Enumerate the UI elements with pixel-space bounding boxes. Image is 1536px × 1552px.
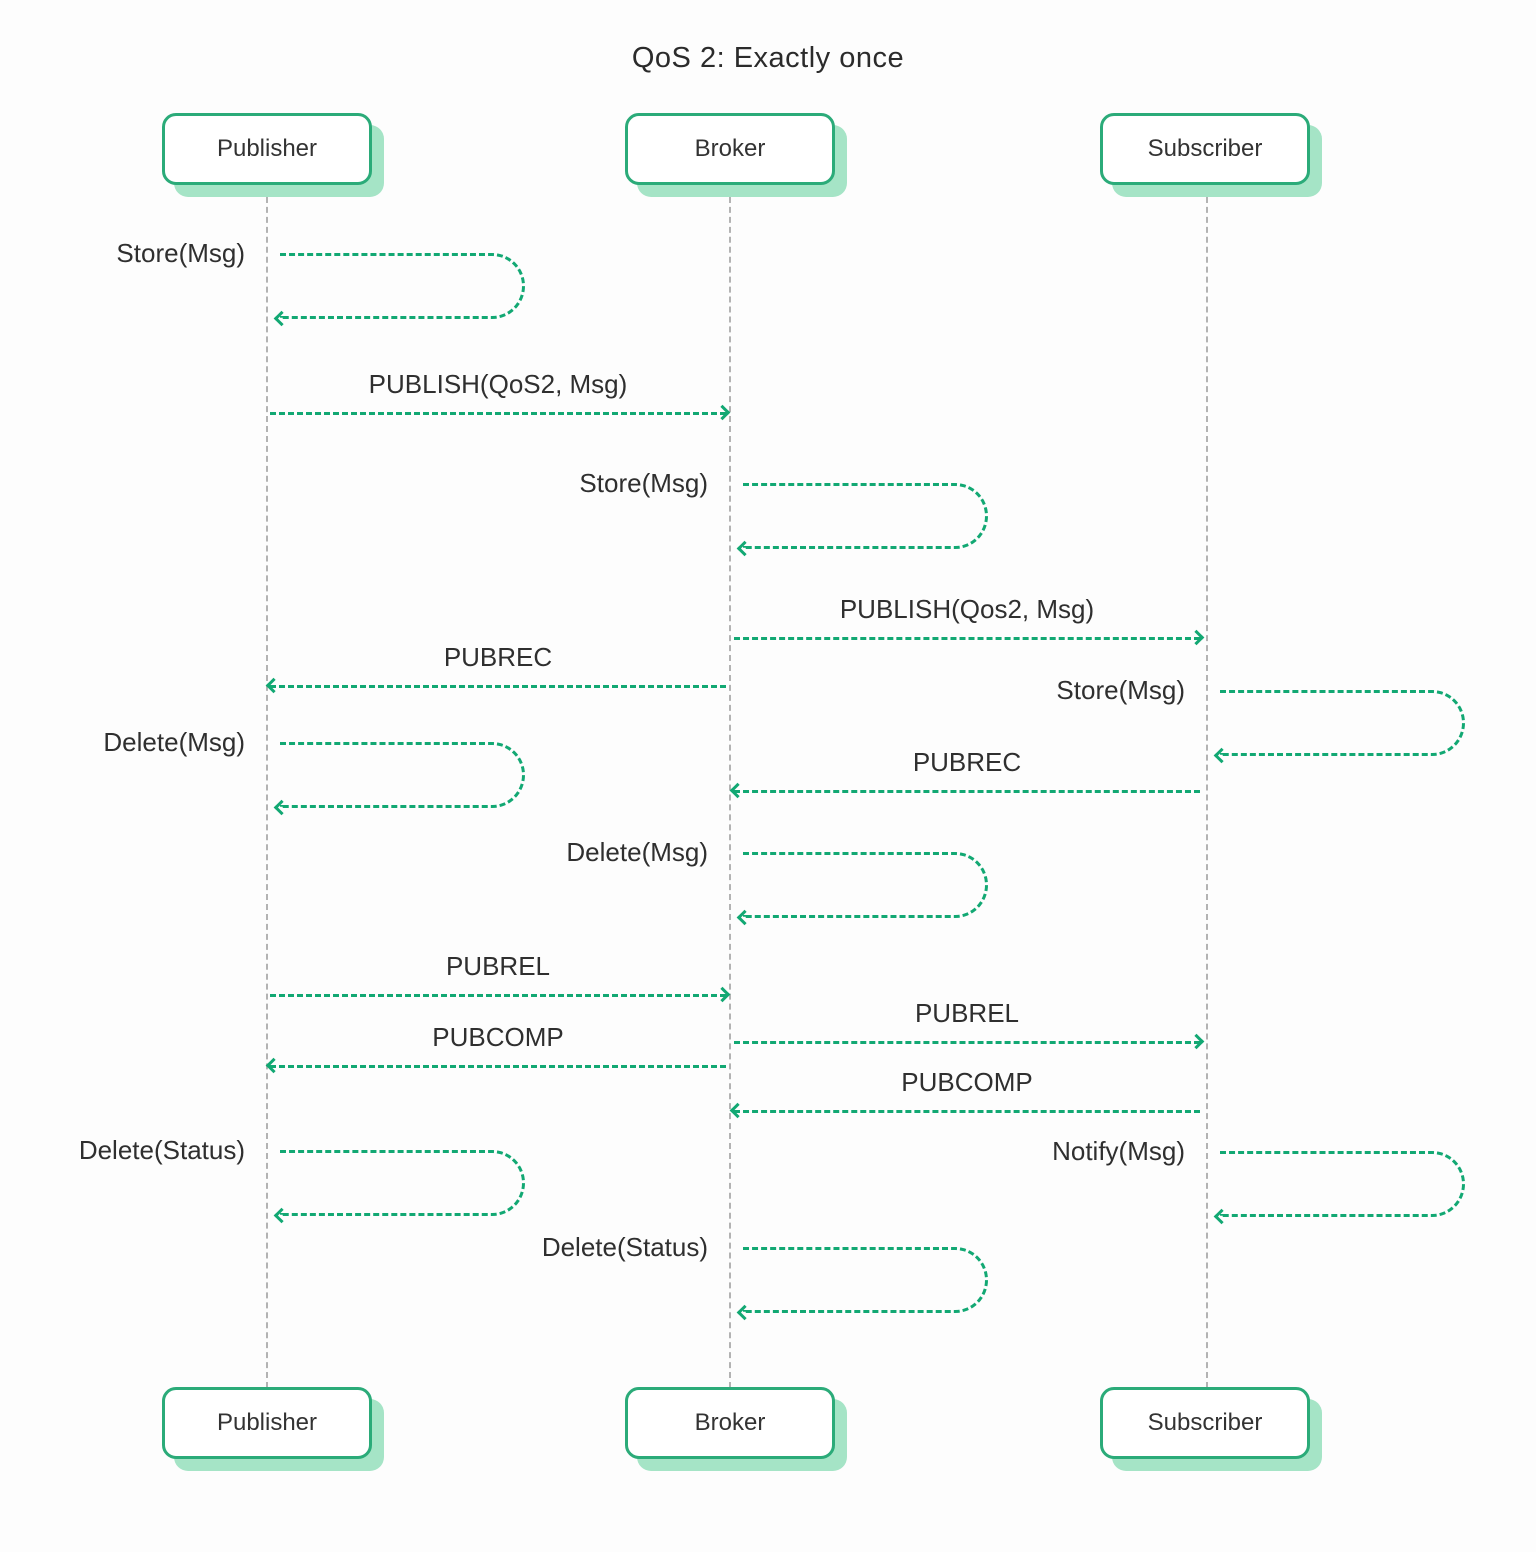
message-label: PUBCOMP bbox=[901, 1067, 1033, 1097]
message-label: Store(Msg) bbox=[116, 238, 245, 268]
self-loop-line bbox=[273, 253, 525, 327]
arrowhead-left-icon bbox=[273, 310, 290, 327]
arrowhead-right-icon bbox=[1188, 1033, 1205, 1050]
message-label: Store(Msg) bbox=[579, 468, 708, 498]
message-delete-status-publisher: Delete(Status) bbox=[5, 1135, 525, 1224]
message-delete-status-broker: Delete(Status) bbox=[468, 1232, 988, 1321]
arrowhead-left-icon bbox=[273, 1207, 290, 1224]
self-loop-line bbox=[1213, 690, 1465, 764]
message-pubrec-broker-pub: PUBREC bbox=[265, 642, 726, 694]
arrow-line bbox=[729, 1102, 1200, 1119]
arrow-line bbox=[734, 1033, 1205, 1050]
self-loop-line bbox=[273, 742, 525, 816]
message-label: Delete(Msg) bbox=[103, 727, 245, 757]
message-label: PUBLISH(Qos2, Msg) bbox=[839, 594, 1095, 624]
arrowhead-left-icon bbox=[273, 799, 290, 816]
actor-publisher-bottom: Publisher bbox=[162, 1387, 372, 1459]
arrow-line bbox=[265, 1057, 726, 1074]
self-loop-line bbox=[736, 483, 988, 557]
arrowhead-left-icon bbox=[736, 540, 753, 557]
arrowhead-left-icon bbox=[1213, 1208, 1230, 1225]
message-publish-qos2-broker-sub: PUBLISH(Qos2, Msg) bbox=[734, 594, 1205, 646]
lifeline-subscriber bbox=[1206, 187, 1208, 1388]
message-label: Delete(Msg) bbox=[566, 837, 708, 867]
message-pubcomp-broker-pub: PUBCOMP bbox=[265, 1022, 726, 1074]
message-label: PUBREL bbox=[445, 951, 551, 981]
actor-publisher-top: Publisher bbox=[162, 113, 372, 185]
arrowhead-right-icon bbox=[714, 986, 731, 1003]
arrow-line bbox=[265, 677, 726, 694]
arrow-line bbox=[729, 782, 1200, 799]
message-delete-msg-publisher: Delete(Msg) bbox=[5, 727, 525, 816]
arrowhead-left-icon bbox=[736, 909, 753, 926]
message-pubrec-sub-broker: PUBREC bbox=[729, 747, 1200, 799]
message-label: PUBREC bbox=[443, 642, 553, 672]
message-label: PUBLISH(QoS2, Msg) bbox=[368, 369, 628, 399]
arrowhead-left-icon bbox=[729, 1102, 746, 1119]
message-store-msg-subscriber: Store(Msg) bbox=[945, 675, 1465, 764]
message-label: Store(Msg) bbox=[1056, 675, 1185, 705]
arrow-line bbox=[734, 629, 1205, 646]
message-pubcomp-sub-broker: PUBCOMP bbox=[729, 1067, 1200, 1119]
self-loop-line bbox=[736, 1247, 988, 1321]
arrowhead-left-icon bbox=[265, 677, 282, 694]
message-pubrel-pub-broker: PUBREL bbox=[270, 951, 731, 1003]
arrow-line bbox=[270, 986, 731, 1003]
actor-subscriber-bottom: Subscriber bbox=[1100, 1387, 1310, 1459]
actor-broker-bottom: Broker bbox=[625, 1387, 835, 1459]
message-notify-msg-subscriber: Notify(Msg) bbox=[945, 1136, 1465, 1225]
self-loop-line bbox=[1213, 1151, 1465, 1225]
actor-broker-top: Broker bbox=[625, 113, 835, 185]
arrowhead-right-icon bbox=[714, 404, 731, 421]
message-store-msg-broker: Store(Msg) bbox=[468, 468, 988, 557]
actor-subscriber-top: Subscriber bbox=[1100, 113, 1310, 185]
self-loop-line bbox=[736, 852, 988, 926]
arrowhead-right-icon bbox=[1188, 629, 1205, 646]
message-pubrel-broker-sub: PUBREL bbox=[734, 998, 1205, 1050]
lifeline-broker bbox=[729, 187, 731, 1388]
arrowhead-left-icon bbox=[265, 1057, 282, 1074]
arrowhead-left-icon bbox=[1213, 747, 1230, 764]
arrow-line bbox=[270, 404, 731, 421]
message-label: Delete(Status) bbox=[541, 1232, 708, 1262]
message-store-msg-publisher: Store(Msg) bbox=[5, 238, 525, 327]
lifeline-publisher bbox=[266, 187, 268, 1388]
message-label: Notify(Msg) bbox=[1052, 1136, 1185, 1166]
self-loop-line bbox=[273, 1150, 525, 1224]
message-label: Delete(Status) bbox=[78, 1135, 245, 1165]
diagram-title: QoS 2: Exactly once bbox=[631, 42, 905, 74]
message-delete-msg-broker: Delete(Msg) bbox=[468, 837, 988, 926]
message-label: PUBREC bbox=[912, 747, 1022, 777]
arrowhead-left-icon bbox=[729, 782, 746, 799]
message-label: PUBREL bbox=[914, 998, 1020, 1028]
message-publish-qos2-pub-broker: PUBLISH(QoS2, Msg) bbox=[270, 369, 731, 421]
arrowhead-left-icon bbox=[736, 1304, 753, 1321]
message-label: PUBCOMP bbox=[432, 1022, 564, 1052]
